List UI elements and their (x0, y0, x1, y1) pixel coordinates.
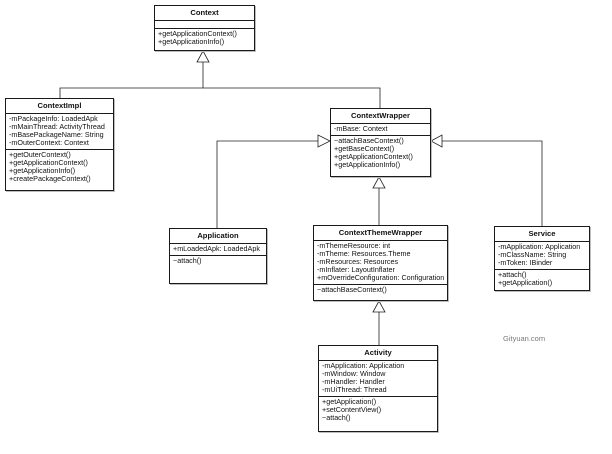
class-name: ContextImpl (6, 99, 113, 114)
class-operation: +getApplication() (498, 279, 553, 287)
class-attribute: -mPackageInfo: LoadedApk (9, 115, 98, 123)
class-operation: +getApplicationInfo() (158, 38, 225, 46)
class-application[interactable]: Application+mLoadedApk: LoadedApk ~attach… (169, 228, 267, 284)
class-attribute: -mClassName: String (498, 251, 567, 259)
operations-section: +getOuterContext()+getApplicationContext… (6, 149, 113, 185)
class-attribute: -mHandler: Handler (322, 378, 385, 386)
attributes-section: -mPackageInfo: LoadedApk-mMainThread: Ac… (6, 114, 113, 149)
class-operation: +getApplicationInfo() (9, 167, 76, 175)
class-contextimpl[interactable]: ContextImpl-mPackageInfo: LoadedApk-mMai… (5, 98, 114, 191)
edge-service-contextwrapper (442, 140, 543, 226)
class-name: Application (170, 229, 266, 244)
class-attribute: -mWindow: Window (322, 370, 386, 378)
class-attribute: +mLoadedApk: LoadedApk (173, 245, 260, 253)
operations-section: ~attachBaseContext()+getBaseContext()+ge… (331, 135, 430, 171)
arrowhead-contextwrapper-left (317, 134, 331, 148)
class-attribute: +mOverrideConfiguration: Configuration (317, 274, 445, 282)
attributes-section: -mApplication: Application-mWindow: Wind… (319, 361, 437, 396)
class-attribute: -mApplication: Application (322, 362, 405, 370)
class-operation: +getBaseContext() (334, 145, 395, 153)
class-operation: +getOuterContext() (9, 151, 71, 159)
class-attribute: -mThemeResource: int (317, 242, 391, 250)
operations-section: +attach()+getApplication() (495, 269, 589, 289)
operations-section: +getApplication()+setContentView()~attac… (319, 396, 437, 424)
attributes-section (155, 21, 254, 28)
class-name: Activity (319, 346, 437, 361)
attributes-section: -mThemeResource: int-mTheme: Resources.T… (314, 241, 447, 284)
class-operation: ~attach() (322, 414, 351, 422)
class-attribute: -mToken: IBinder (498, 259, 553, 267)
class-operation: +createPackageContext() (9, 175, 91, 183)
class-attribute: -mMainThread: ActivityThread (9, 123, 105, 131)
class-name: ContextThemeWrapper (314, 226, 447, 241)
class-context[interactable]: Context +getApplicationContext()+getAppli… (154, 5, 255, 51)
class-attribute: -mApplication: Application (498, 243, 581, 251)
operations-section: ~attach() (170, 255, 266, 267)
class-operation: +getApplicationContext() (334, 153, 413, 161)
class-attribute: -mOuterContext: Context (9, 139, 89, 147)
class-service[interactable]: Service-mApplication: Application-mClass… (494, 226, 590, 291)
class-operation: +getApplicationContext() (9, 159, 88, 167)
arrowhead-contextwrapper-right (430, 134, 443, 148)
class-contextthemewrapper[interactable]: ContextThemeWrapper-mThemeResource: int-… (313, 225, 448, 301)
class-attribute: -mInflater: LayoutInflater (317, 266, 395, 274)
attributes-section: -mApplication: Application-mClassName: S… (495, 242, 589, 269)
class-operation: +attach() (498, 271, 527, 279)
class-attribute: -mUiThread: Thread (322, 386, 387, 394)
attributes-section: +mLoadedApk: LoadedApk (170, 244, 266, 255)
attributes-section: -mBase: Context (331, 124, 430, 135)
class-name: ContextWrapper (331, 109, 430, 124)
class-operation: +setContentView() (322, 406, 382, 414)
class-name: Service (495, 227, 589, 242)
operations-section: +getApplicationContext()+getApplicationI… (155, 28, 254, 48)
arrowhead-contextwrapper-bottom (372, 176, 386, 189)
arrowhead-contextthemewrapper (372, 300, 386, 313)
class-attribute: -mTheme: Resources.Theme (317, 250, 411, 258)
class-operation: +getApplicationInfo() (334, 161, 401, 169)
edge-application-contextwrapper (216, 140, 318, 228)
edge-contextimpl-context (59, 62, 204, 98)
class-activity[interactable]: Activity-mApplication: Application-mWind… (318, 345, 438, 432)
class-operation: ~attach() (173, 257, 202, 265)
edge-contextwrapper-context (203, 87, 381, 108)
class-name: Context (155, 6, 254, 21)
class-operation: ~attachBaseContext() (334, 137, 404, 145)
class-attribute: -mResources: Resources (317, 258, 399, 266)
arrowhead-context (196, 50, 210, 63)
class-attribute: -mBase: Context (334, 125, 388, 133)
class-contextwrapper[interactable]: ContextWrapper-mBase: Context ~attachBase… (330, 108, 431, 177)
class-operation: +getApplicationContext() (158, 30, 237, 38)
class-attribute: -mBasePackageName: String (9, 131, 104, 139)
class-operation: ~attachBaseContext() (317, 286, 387, 294)
class-operation: +getApplication() (322, 398, 377, 406)
operations-section: ~attachBaseContext() (314, 284, 447, 296)
watermark-text: Gityuan.com (503, 334, 546, 343)
